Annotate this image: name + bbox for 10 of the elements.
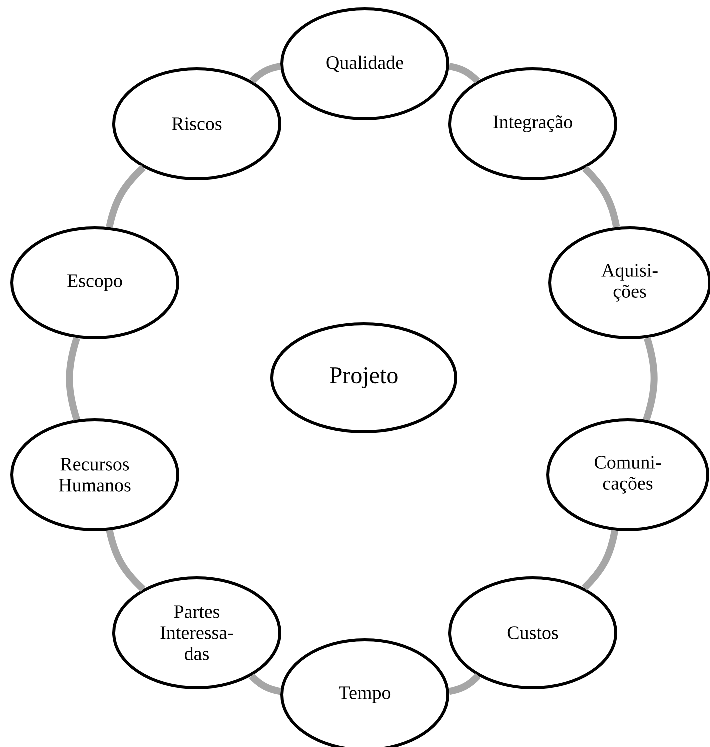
connector-arc [106, 165, 146, 228]
connector-arc [582, 166, 620, 228]
connector-arc [250, 63, 282, 84]
connector-arc [106, 530, 146, 592]
connector-arc [582, 530, 619, 591]
connector-arc [643, 337, 658, 422]
connector-arc [249, 674, 282, 696]
connector-arc [66, 337, 80, 421]
connector-arc [448, 63, 480, 84]
connector-arc [448, 674, 481, 696]
